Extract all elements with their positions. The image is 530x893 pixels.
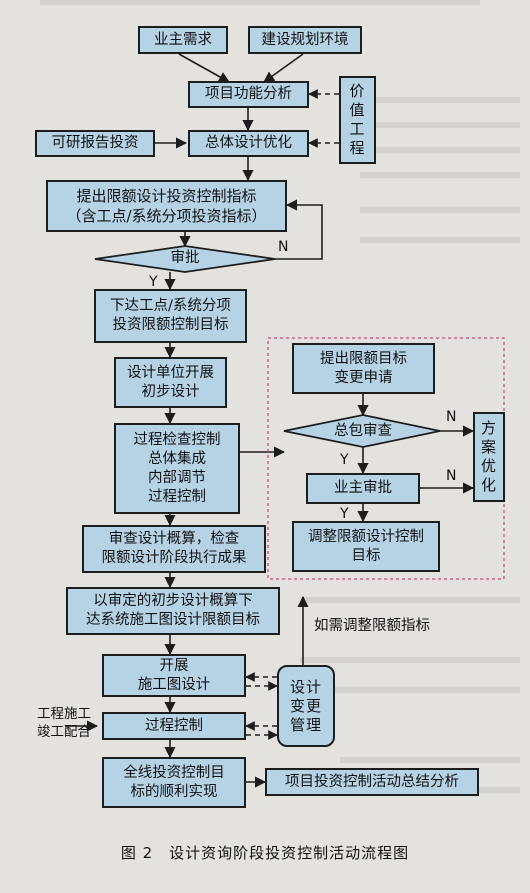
adjust-limit-box: 调整限额设计控制 目标 bbox=[292, 521, 440, 572]
design-change-mgmt-box: 设计 变更 管理 bbox=[277, 665, 335, 747]
approval-diamond bbox=[94, 245, 276, 273]
gc-review-label: 总包审查 bbox=[334, 423, 392, 439]
owner-approval-y-label: Y bbox=[340, 506, 349, 522]
gc-review-y-label: Y bbox=[340, 452, 349, 468]
approval-n-label: N bbox=[278, 239, 289, 255]
issue-construction-limit-box: 以审定的初步设计概算下 达系统施工图设计限额目标 bbox=[66, 587, 280, 635]
approval-y-label: Y bbox=[149, 274, 158, 290]
approval-label: 审批 bbox=[170, 250, 200, 266]
preliminary-design-box: 设计单位开展 初步设计 bbox=[114, 357, 227, 408]
summary-analysis-box: 项目投资控制活动总结分析 bbox=[265, 768, 479, 796]
propose-limit-box: 提出限额设计投资控制指标 （含工点/系统分项投资指标） bbox=[46, 180, 287, 232]
owner-approval-box: 业主审批 bbox=[306, 473, 420, 504]
owner-demand-box: 业主需求 bbox=[138, 26, 228, 54]
overall-design-opt-box: 总体设计优化 bbox=[188, 130, 309, 157]
construction-env-box: 建设规划环境 bbox=[248, 26, 362, 54]
review-estimate-box: 审查设计概算，检查 限额设计阶段执行成果 bbox=[82, 525, 266, 573]
full-line-control-box: 全线投资控制目 标的顺利实现 bbox=[102, 757, 246, 808]
engineering-cooperation-label: 工程施工 竣工配合 bbox=[37, 706, 91, 740]
process-control-box: 过程控制 bbox=[102, 712, 246, 740]
construction-drawing-box: 开展 施工图设计 bbox=[102, 654, 246, 697]
figure-caption: 图 2 设计资询阶段投资控制活动流程图 bbox=[120, 844, 410, 862]
feasibility-investment-box: 可研报告投资 bbox=[35, 130, 155, 157]
adjust-if-needed-label: 如需调整限额指标 bbox=[314, 618, 430, 634]
issue-targets-box: 下达工点/系统分项 投资限额控制目标 bbox=[94, 289, 247, 343]
gc-review-diamond bbox=[283, 414, 441, 448]
owner-approval-n-label: N bbox=[446, 468, 457, 484]
value-engineering-box: 价 值 工 程 bbox=[339, 76, 376, 164]
scheme-opt-box: 方 案 优 化 bbox=[473, 412, 505, 502]
process-check-box: 过程检查控制 总体集成 内部调节 过程控制 bbox=[114, 423, 240, 514]
gc-review-n-label: N bbox=[446, 409, 457, 425]
function-analysis-box: 项目功能分析 bbox=[188, 81, 309, 108]
change-request-box: 提出限额目标 变更申请 bbox=[292, 343, 435, 394]
